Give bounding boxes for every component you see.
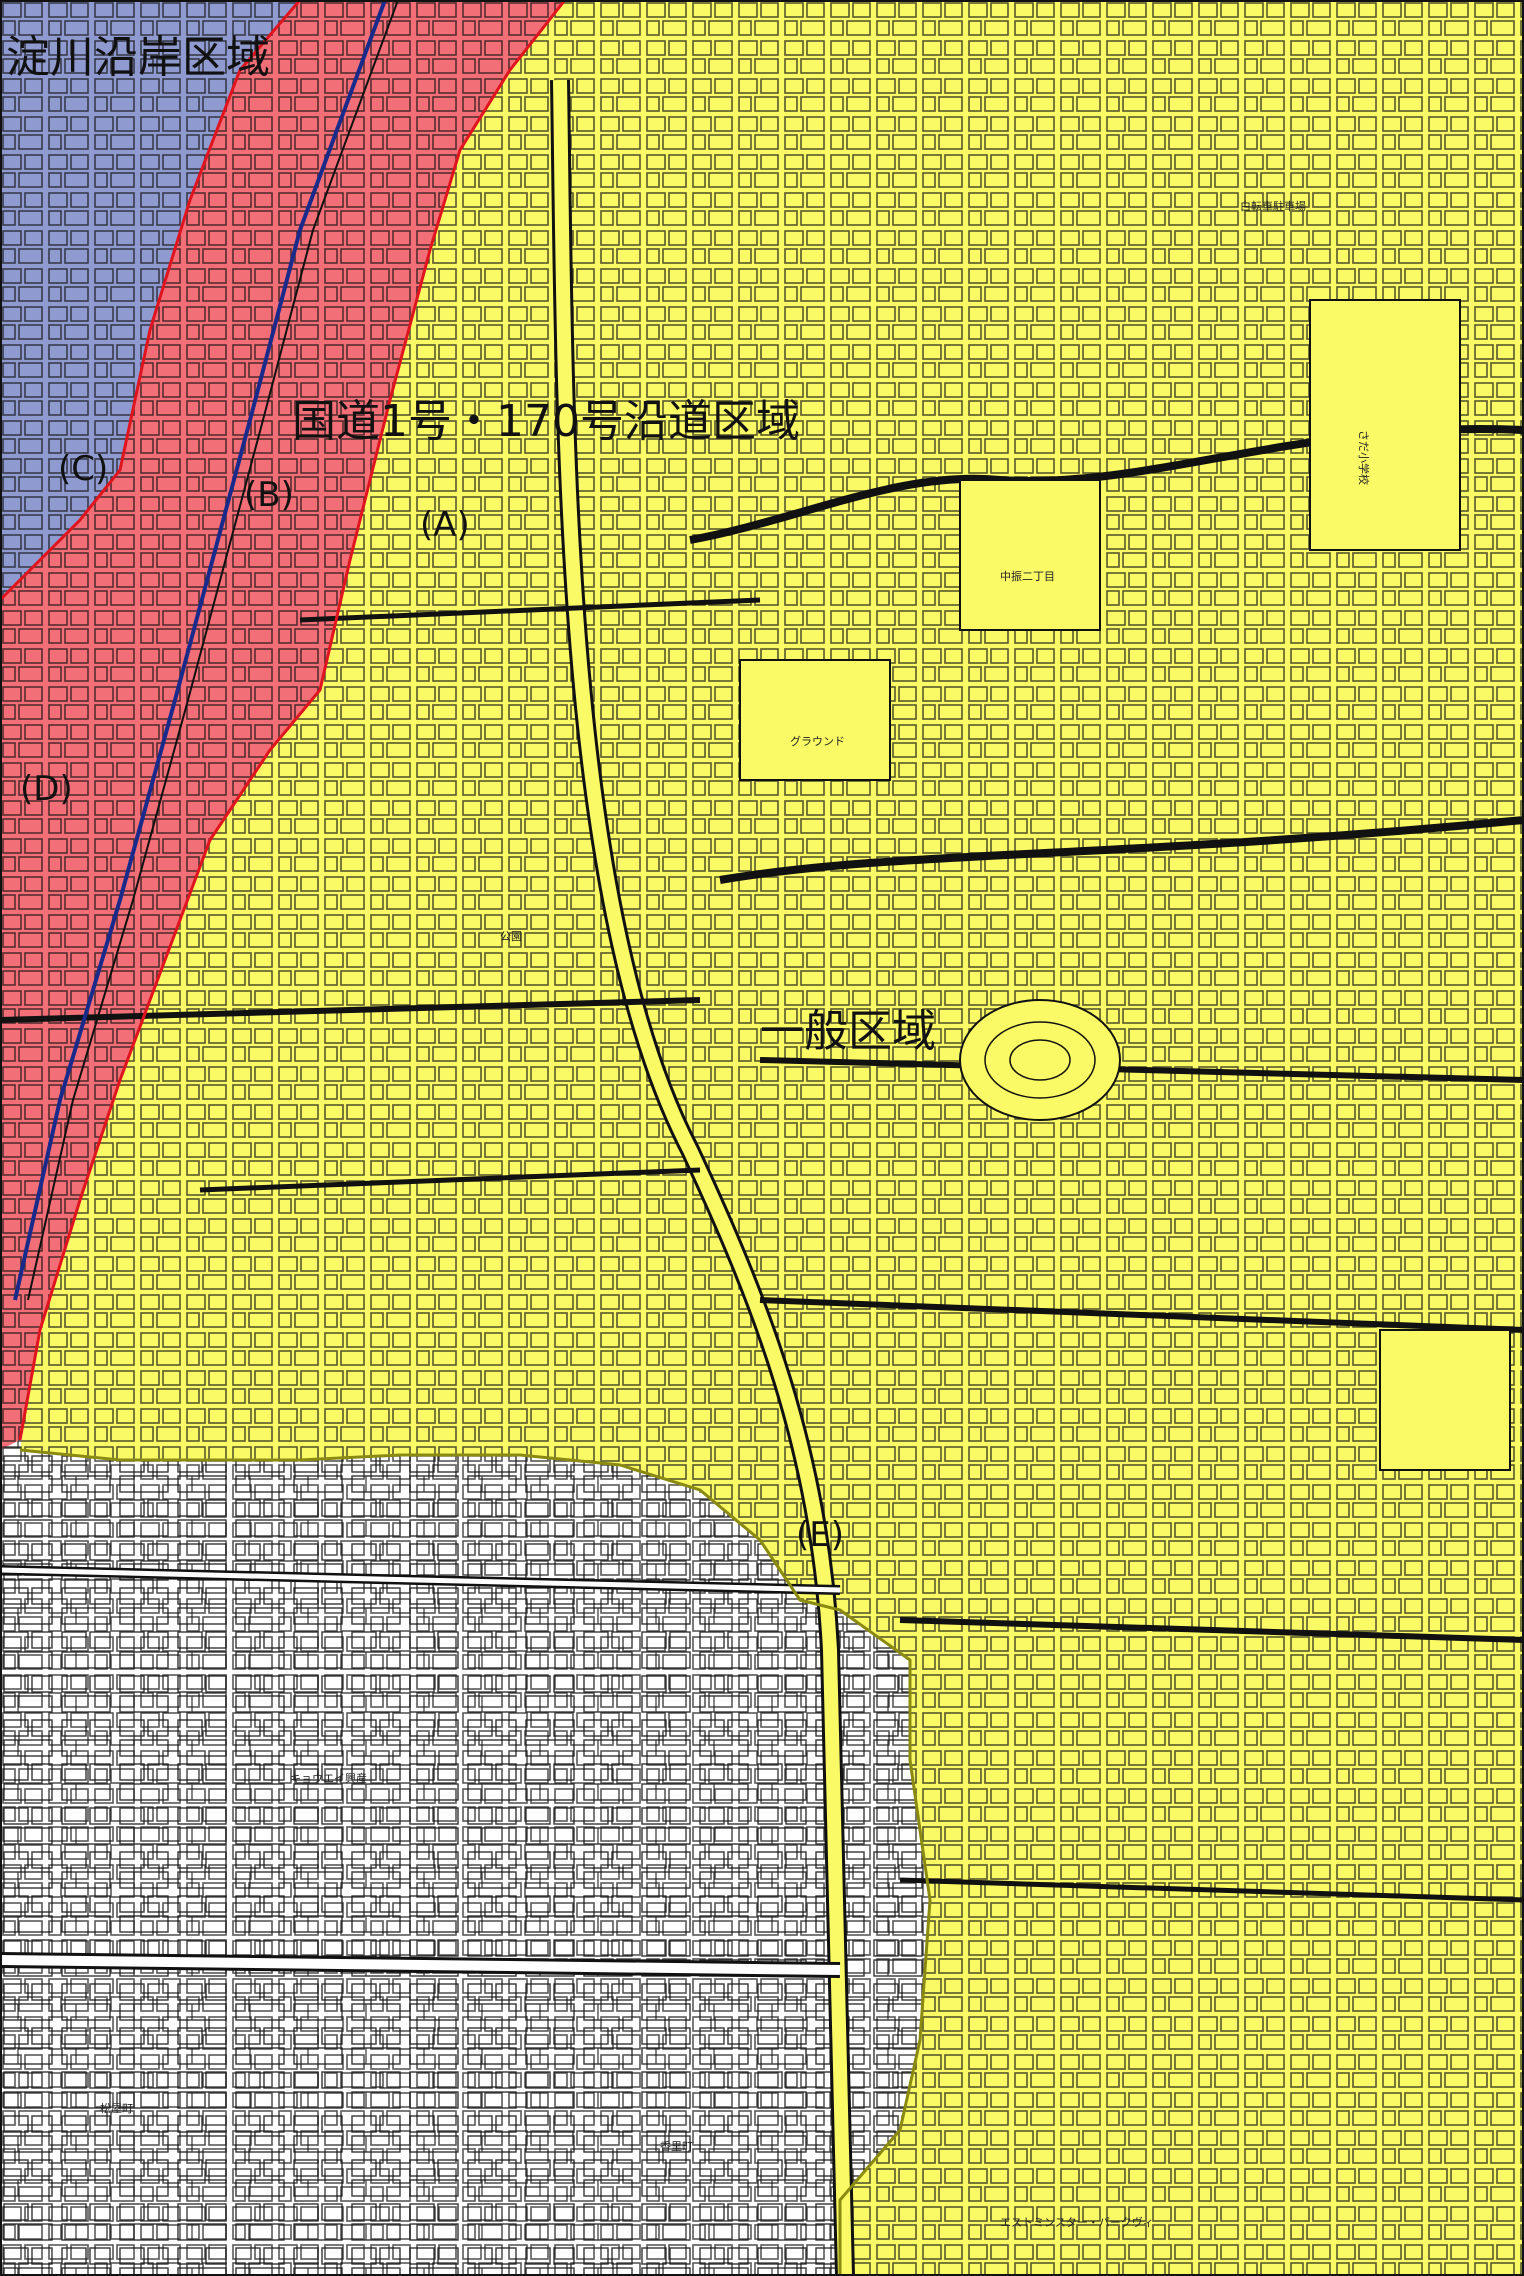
kyouei-label: キョウエイ興産	[290, 1772, 367, 1785]
east-open-area	[1379, 1329, 1511, 1471]
route-zone-label: 国道1号・170号沿道区域	[292, 396, 800, 447]
school-label: さだ小学校	[1357, 430, 1371, 485]
sports-ground	[739, 659, 891, 781]
general-zone-boundary	[19, 1448, 932, 2276]
general-zone-label: 一般区域	[760, 1006, 936, 1057]
field	[959, 479, 1101, 631]
matsuya-label: 松屋町	[100, 2101, 133, 2115]
kouri-label: 香里町	[660, 2140, 693, 2153]
subarea-a-label: (A)	[420, 505, 470, 545]
naka-furi-label: 中振二丁目	[1000, 569, 1055, 583]
park-label: 公園	[500, 930, 522, 943]
subarea-c-label: (C)	[58, 449, 108, 489]
yodogawa-zone-label: 淀川沿岸区域	[6, 32, 270, 83]
ground-label: グラウンド	[790, 734, 845, 748]
west-park-label: エストミンスター・パークヴィ	[1000, 2215, 1154, 2229]
bicycle-parking-label: 白転車駐車場	[1240, 199, 1306, 213]
main-roads	[0, 79, 1524, 2276]
subarea-b-label: (B)	[244, 475, 294, 515]
zone-boundaries	[0, 0, 567, 1441]
railway	[13, 0, 399, 1301]
subarea-d-label: (D)	[20, 769, 73, 809]
school-ground	[1309, 299, 1461, 551]
hill-contour	[959, 999, 1121, 1121]
subarea-e-label: (E)	[796, 1515, 844, 1555]
